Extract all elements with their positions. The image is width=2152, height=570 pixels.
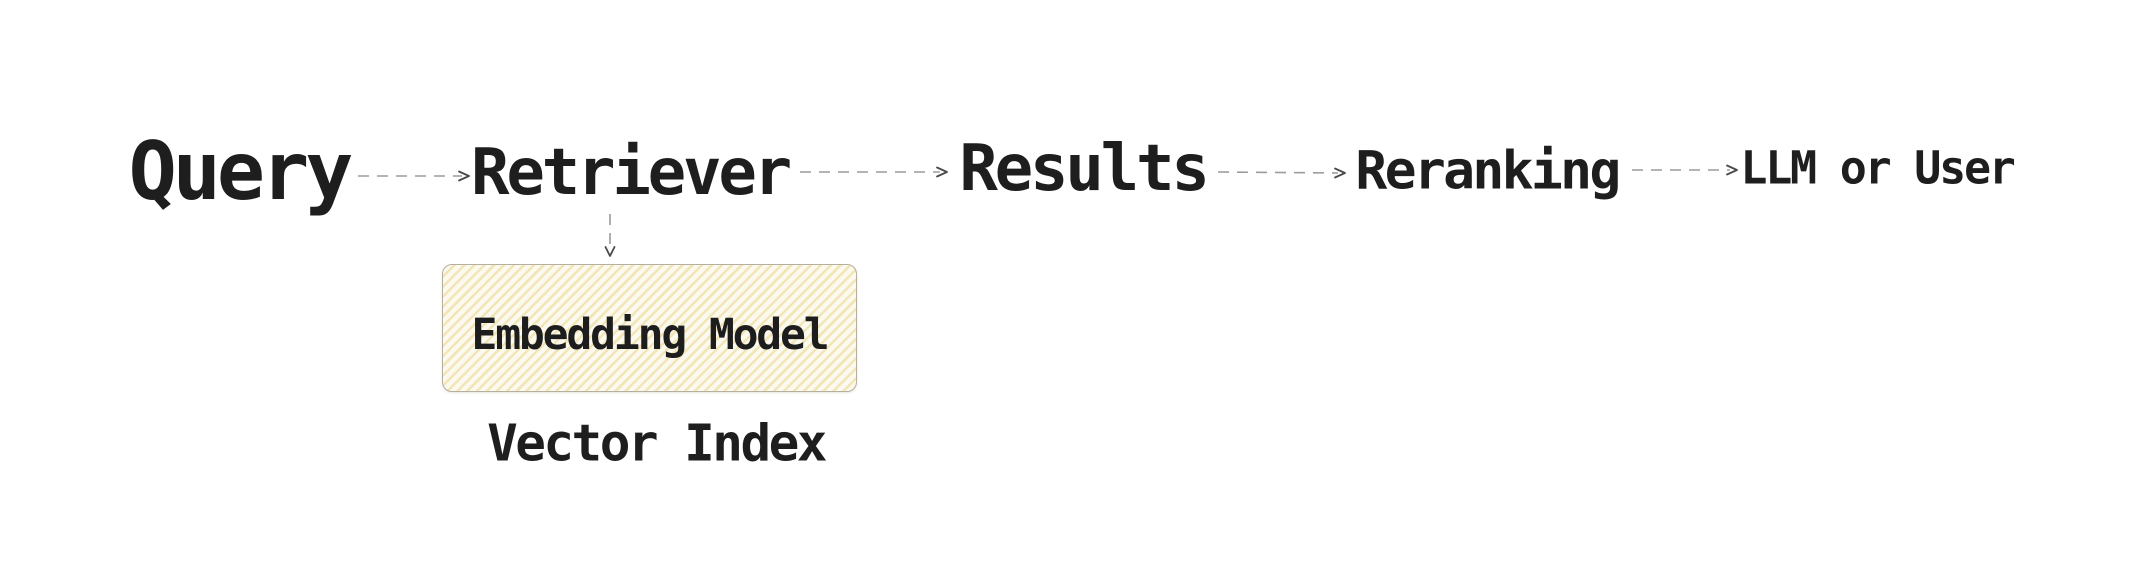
arrowhead-right-icon	[1726, 164, 1738, 176]
node-results: Results	[959, 132, 1210, 206]
arrow-results-to-reranking-line	[1217, 171, 1339, 174]
arrowhead-right-icon	[1334, 167, 1346, 179]
node-query: Query	[128, 125, 354, 218]
arrowhead-right-icon	[936, 166, 948, 178]
node-reranking: Reranking	[1355, 140, 1621, 202]
arrowhead-right-icon	[458, 170, 470, 182]
node-llm-or-user: LLM or User	[1740, 141, 2016, 195]
vector-index-label: Vector Index	[487, 414, 827, 474]
embedding-model-box: Embedding Model	[442, 264, 857, 392]
arrowhead-down-icon	[604, 246, 616, 257]
node-retriever: Retriever	[471, 136, 792, 210]
embedding-model-label: Embedding Model	[471, 309, 829, 360]
